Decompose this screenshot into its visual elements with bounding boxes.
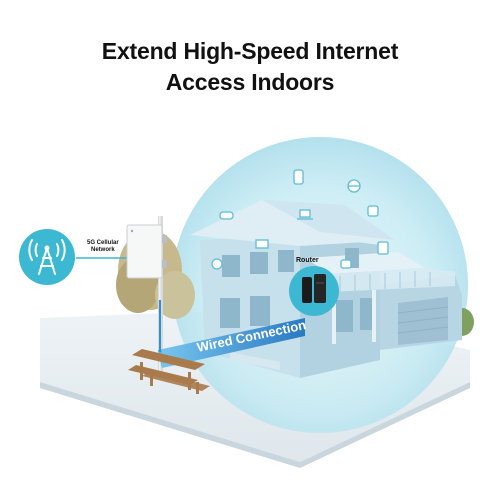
house [190, 200, 462, 378]
device-icons [211, 169, 389, 270]
network-label-line-1: 5G Cellular [87, 240, 119, 246]
picnic-table [128, 349, 210, 394]
ground-edge [40, 382, 470, 468]
router-callout [289, 266, 339, 316]
headline: Extend High-Speed Internet Access Indoor… [0, 36, 500, 98]
headline-line-2: Access Indoors [165, 69, 335, 95]
network-label-line-2: Network [91, 247, 115, 253]
router-label: Router [296, 257, 319, 264]
speaker-icon [211, 258, 223, 270]
tv-icon [255, 239, 269, 249]
gamepad-icon [219, 211, 234, 220]
globe-icon [347, 179, 361, 193]
camera-icon [340, 259, 352, 269]
tablet-icon [377, 241, 389, 255]
wifi-icon [367, 205, 379, 217]
phone-icon [293, 169, 304, 185]
headline-line-1: Extend High-Speed Internet [101, 38, 399, 64]
outdoor-unit [126, 216, 167, 376]
cell-tower-icon [19, 229, 75, 285]
laptop-icon [297, 209, 313, 220]
